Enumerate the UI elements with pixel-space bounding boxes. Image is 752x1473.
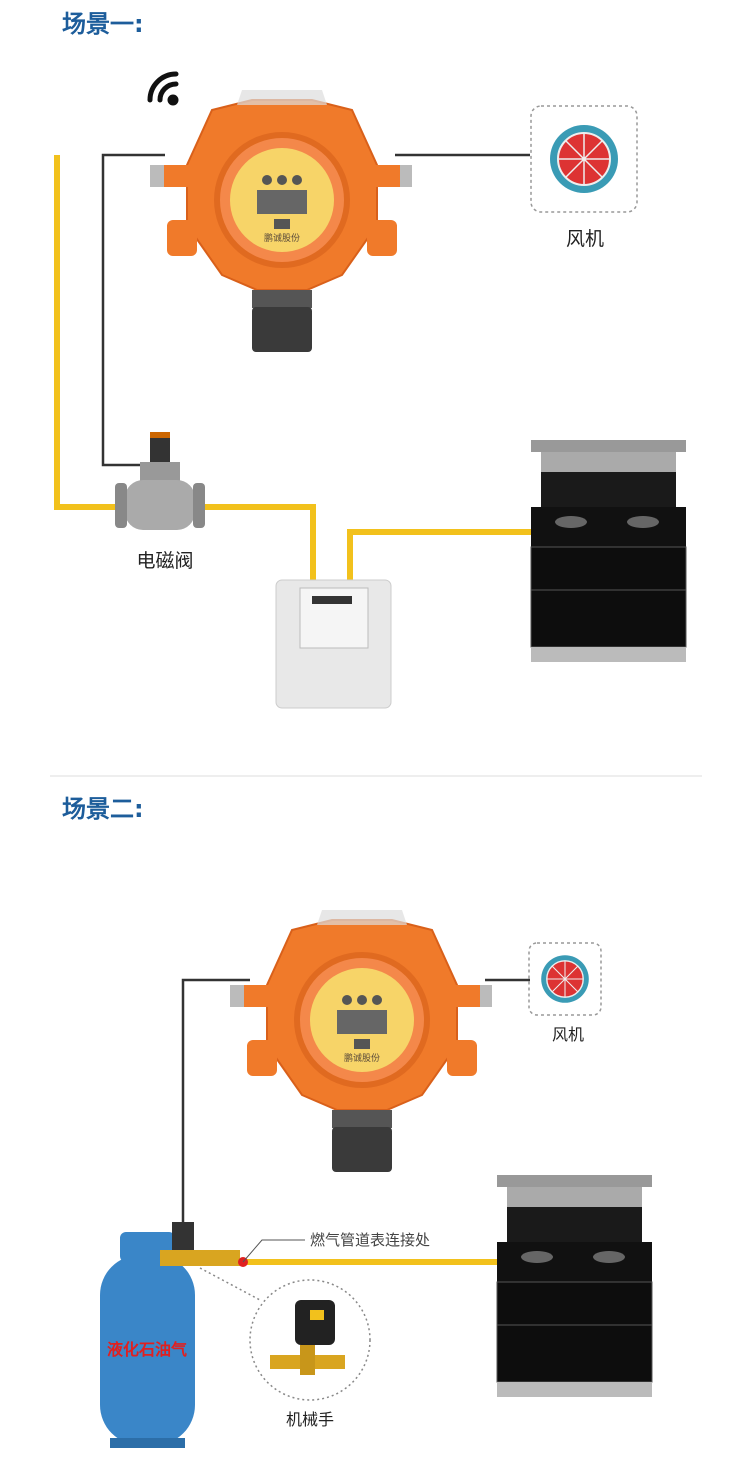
solenoid-valve (115, 432, 205, 530)
fan-icon (540, 954, 590, 1004)
manipulator-label: 机械手 (286, 1410, 334, 1429)
fan-frame (528, 942, 602, 1016)
connection-label: 燃气管道表连接处 (310, 1231, 430, 1249)
valve-label: 电磁阀 (136, 550, 193, 572)
signal-wires-2 (181, 978, 530, 1225)
detector-brand: 鹏诚股份 (264, 232, 300, 244)
manipulator-callout (249, 1279, 371, 1401)
fan-label: 风机 (566, 228, 604, 250)
cylinder-label: 液化石油气 (107, 1340, 187, 1359)
fan-label: 风机 (552, 1025, 584, 1044)
gas-detector (230, 910, 492, 1172)
gas-detector (150, 90, 412, 352)
fan-icon (549, 124, 619, 194)
fan-frame (530, 105, 638, 213)
gas-meter (275, 579, 392, 709)
kitchen-stove (496, 1174, 653, 1398)
valve-manipulator-small (160, 1222, 248, 1267)
wifi-icon (147, 71, 179, 106)
detector-brand: 鹏诚股份 (344, 1052, 380, 1064)
leader-line (242, 1239, 305, 1263)
signal-wires-1 (101, 153, 530, 467)
callout-line (199, 1267, 261, 1301)
scene1-heading: 场景一: (62, 10, 144, 38)
scene2-heading: 场景二: (62, 795, 144, 823)
kitchen-stove (530, 439, 687, 663)
gas-pipes-1 (54, 155, 532, 582)
mechanical-manipulator (270, 1300, 345, 1375)
